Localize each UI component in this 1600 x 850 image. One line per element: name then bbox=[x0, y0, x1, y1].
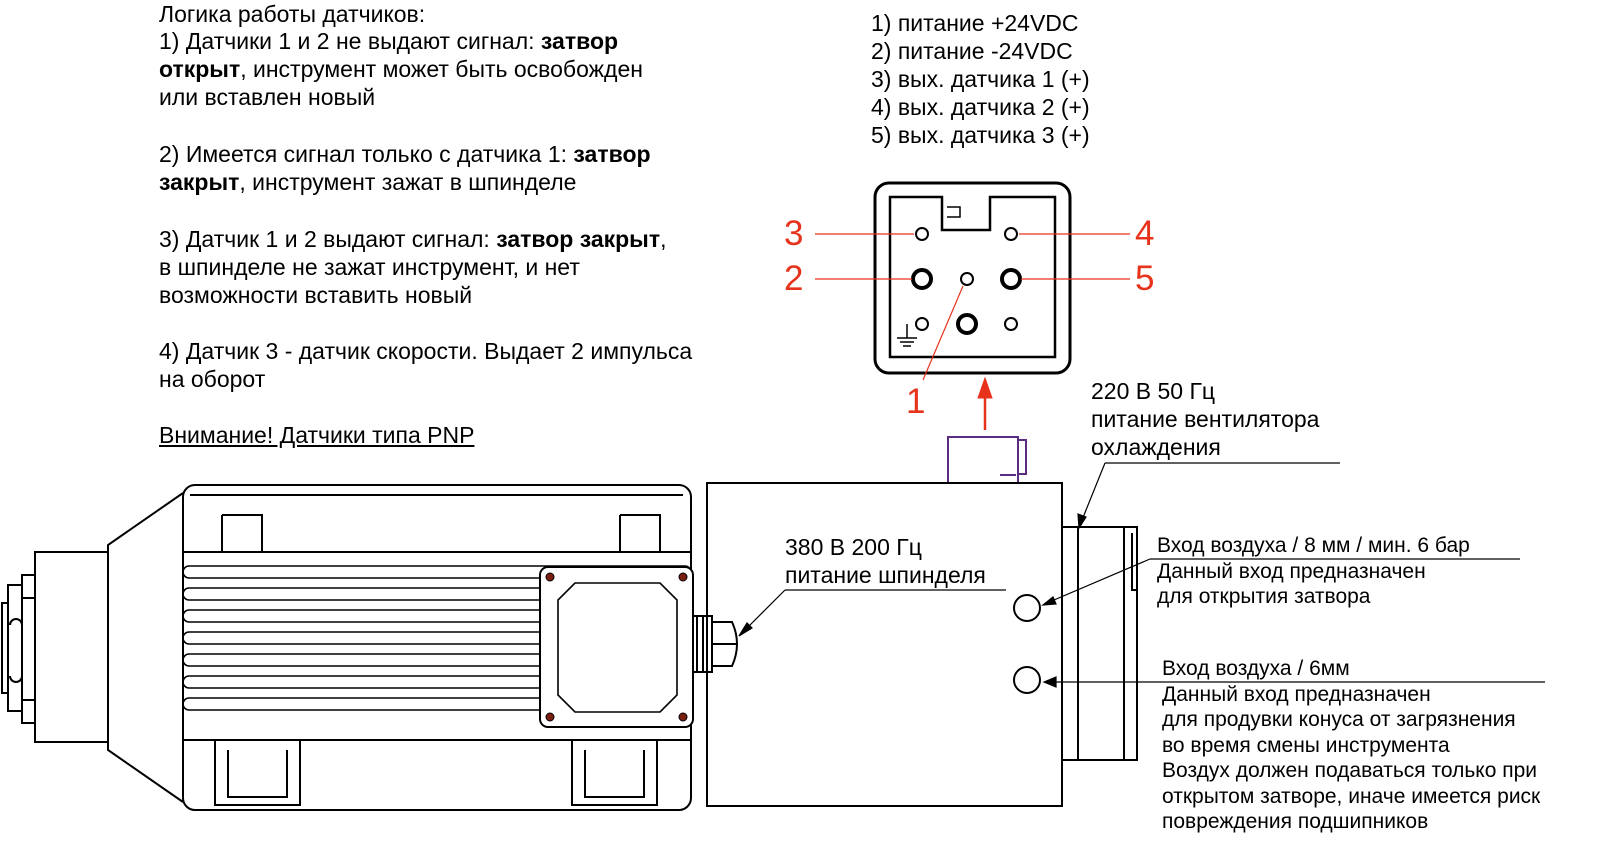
pin-list-item: 2) питание -24VDC bbox=[871, 38, 1073, 64]
air-inlet-1-callout: Вход воздуха / 8 мм / мин. 6 бар Данный … bbox=[1157, 534, 1470, 608]
pin-label-5: 5 bbox=[1135, 259, 1155, 298]
rear-housing bbox=[706, 482, 1063, 807]
pin-list: 1) питание +24VDC 2) питание -24VDC 3) в… bbox=[871, 9, 1090, 149]
air-inlet-2-callout: Вход воздуха / 6мм Данный вход предназна… bbox=[1162, 657, 1541, 833]
pin-5 bbox=[1000, 268, 1022, 290]
pin-list-item: 1) питание +24VDC bbox=[871, 10, 1079, 36]
fan-power-callout: 220 В 50 Гц питание вентилятора охлажден… bbox=[1091, 378, 1320, 460]
pin-label-4: 4 bbox=[1135, 214, 1155, 253]
logic-item-2: 2) Имеется сигнал только с датчика 1: за… bbox=[159, 141, 651, 195]
callout-leaders bbox=[738, 462, 1545, 688]
pin-4 bbox=[1004, 227, 1018, 241]
cooling-fan bbox=[1061, 526, 1138, 761]
pin-label-3: 3 bbox=[784, 214, 804, 253]
logic-item-3: 3) Датчик 1 и 2 выдают сигнал: затвор за… bbox=[159, 226, 667, 308]
pin-label-1: 1 bbox=[906, 382, 926, 421]
logic-item-1: 1) Датчики 1 и 2 не выдают сигнал: затво… bbox=[159, 28, 643, 110]
pin-list-item: 3) вых. датчика 1 (+) bbox=[871, 66, 1090, 92]
pin-ground bbox=[915, 317, 929, 331]
pin-2 bbox=[911, 268, 933, 290]
pnp-warning: Внимание! Датчики типа PNP bbox=[159, 422, 475, 448]
pin-center bbox=[956, 313, 978, 335]
up-arrow-icon bbox=[977, 376, 993, 430]
spindle-power-callout: 380 В 200 Гц питание шпинделя bbox=[785, 534, 986, 588]
connector-plug bbox=[947, 436, 1027, 483]
pin-list-item: 4) вых. датчика 2 (+) bbox=[871, 94, 1090, 120]
air-inlet-8mm bbox=[1013, 594, 1041, 622]
pin-3 bbox=[915, 227, 929, 241]
spindle-nose bbox=[1, 492, 184, 803]
pin-6 bbox=[1004, 317, 1018, 331]
air-inlet-6mm bbox=[1013, 666, 1041, 694]
ground-icon bbox=[897, 324, 917, 347]
connector-pinout bbox=[873, 181, 1072, 375]
pin-label-2: 2 bbox=[784, 259, 804, 298]
pin-1 bbox=[960, 272, 974, 286]
logic-item-4: 4) Датчик 3 - датчик скорости. Выдает 2 … bbox=[159, 338, 693, 392]
logic-title: Логика работы датчиков: bbox=[159, 1, 426, 27]
terminal-box bbox=[539, 566, 738, 728]
pin-list-item: 5) вых. датчика 3 (+) bbox=[871, 122, 1090, 148]
